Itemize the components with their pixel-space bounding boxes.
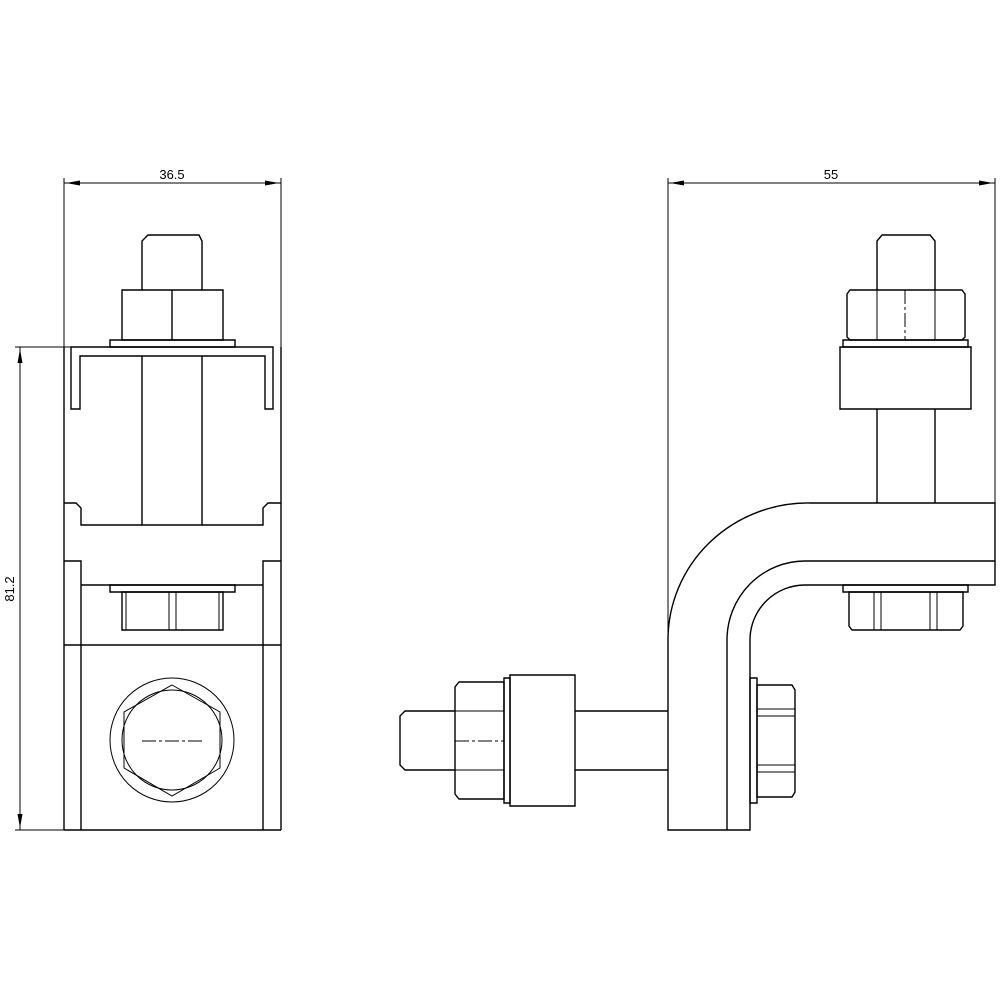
arrow-icon (670, 180, 684, 186)
clamp-body (64, 347, 281, 830)
horizontal-nut (455, 682, 504, 799)
arrow-icon (265, 180, 279, 186)
bracket-nut (750, 678, 795, 803)
channel-clip (71, 347, 273, 409)
lower-nut (110, 585, 235, 630)
upper-nut (847, 290, 965, 340)
horizontal-bolt (400, 675, 668, 806)
width-dimension: 36.5 (64, 167, 281, 347)
lower-nut-side (843, 585, 968, 630)
spacer (510, 675, 575, 806)
width-dimension-label: 36.5 (159, 167, 184, 182)
front-view: 36.5 81.2 (2, 167, 281, 830)
depth-dimension: 55 (668, 167, 995, 640)
top-washer (110, 340, 235, 347)
arrow-icon (17, 349, 23, 363)
bolt-end-view (110, 678, 234, 802)
top-bolt (110, 235, 235, 347)
vertical-bolt (840, 235, 971, 503)
depth-dimension-label: 55 (824, 167, 838, 182)
height-dimension: 81.2 (2, 347, 71, 830)
angle-bracket (668, 503, 995, 830)
spacer (840, 347, 971, 409)
height-dimension-label: 81.2 (2, 576, 17, 601)
arrow-icon (979, 180, 993, 186)
arrow-icon (17, 814, 23, 828)
side-view: 55 (400, 167, 995, 830)
arrow-icon (66, 180, 80, 186)
